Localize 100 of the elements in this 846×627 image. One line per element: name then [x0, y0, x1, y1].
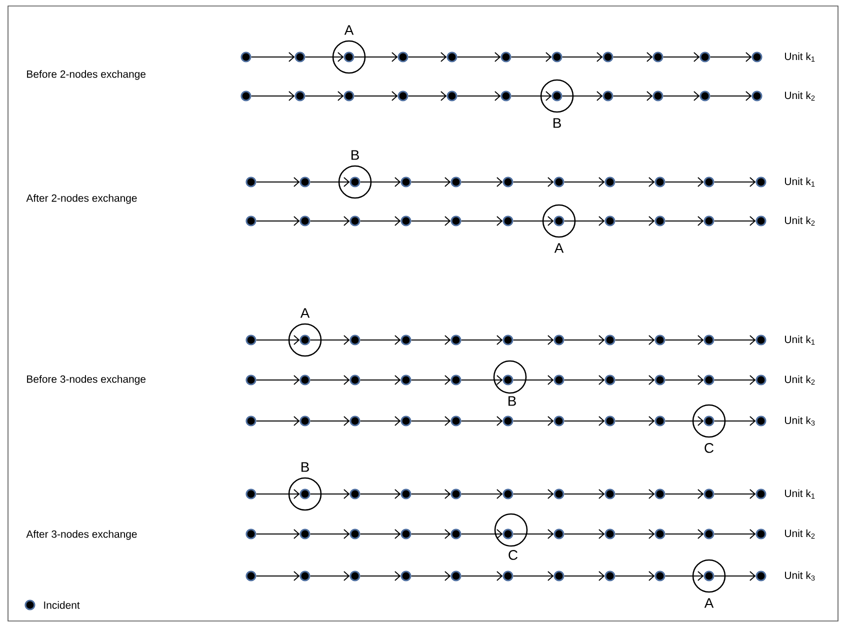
arrow [456, 52, 501, 62]
incident-dot [502, 570, 514, 582]
arrow [614, 177, 655, 187]
incident-dot [554, 334, 564, 346]
label: Unit k$_{1}$ [785, 52, 815, 62]
incident-dot [350, 374, 360, 386]
incident-dot [756, 488, 766, 500]
arrow [456, 91, 501, 101]
arrow [512, 416, 554, 426]
node-letter: A [300, 308, 310, 318]
incident-dot [246, 374, 256, 386]
arrow [256, 571, 300, 581]
incident-dot [300, 488, 310, 500]
incident-dot [450, 570, 462, 582]
incident-dot [654, 570, 666, 582]
arrow [410, 216, 451, 226]
incident-dot [400, 488, 412, 500]
incident-dot [350, 570, 360, 582]
arrow [512, 335, 554, 345]
label: C [508, 550, 518, 560]
arrow [360, 335, 401, 345]
arrow [614, 375, 655, 385]
arrow [310, 216, 350, 226]
label: Unit k$_{2}$ [785, 91, 815, 101]
incident-dot [704, 374, 714, 386]
arrow [512, 529, 554, 539]
label: Unit k$_{1}$ [785, 177, 815, 187]
arrow [304, 91, 344, 101]
incident-dot [654, 334, 666, 346]
incident-dot [246, 570, 256, 582]
arrow [360, 177, 401, 187]
incident-dot [502, 334, 514, 346]
arrow [250, 52, 295, 62]
incident-dot [400, 334, 412, 346]
arrow [510, 52, 552, 62]
legend-label: Incident [44, 601, 80, 609]
incident-dot [704, 570, 714, 582]
label: Unit k$_{3}$ [785, 571, 815, 581]
arrow [410, 571, 451, 581]
arrow [256, 335, 300, 345]
incident-dot [294, 90, 306, 102]
arrow [664, 416, 704, 426]
incident-dot [450, 416, 462, 426]
incident-dot [502, 416, 514, 426]
arrow [614, 216, 655, 226]
arrow [354, 91, 398, 101]
incident-dot [450, 176, 462, 188]
incident-dot [704, 334, 714, 346]
incident-dot [246, 416, 256, 426]
arrow [512, 375, 554, 385]
incident-dot [450, 216, 462, 226]
incident-dot [502, 176, 514, 188]
arrow [664, 177, 704, 187]
arrow [714, 216, 756, 226]
incident-dot [300, 570, 310, 582]
arrow [710, 52, 752, 62]
incident-dot [604, 488, 616, 500]
label: Unit k$_{2}$ [785, 216, 815, 226]
incident-dot [604, 528, 616, 540]
arrow [410, 529, 451, 539]
arrow [460, 375, 503, 385]
label: After 3-nodes exchange [26, 530, 137, 540]
arrow [562, 52, 603, 62]
incident-dot [350, 176, 360, 188]
incident-dot [554, 570, 564, 582]
incident-dot [554, 488, 564, 500]
arrow [256, 375, 300, 385]
arrow [460, 416, 503, 426]
incident-dot [602, 90, 614, 102]
incident-dot [350, 528, 360, 540]
incident-dot [344, 90, 354, 102]
incident-dot [756, 216, 766, 226]
arrow [360, 571, 401, 581]
incident-dot [446, 52, 458, 62]
arrow [664, 335, 704, 345]
arrow [360, 489, 401, 499]
arrow [564, 216, 605, 226]
arrow [710, 91, 752, 101]
arrow [304, 52, 344, 62]
arrow [714, 571, 756, 581]
arrow [662, 52, 700, 62]
incident-dot [300, 216, 310, 226]
arrow [408, 91, 447, 101]
incident-dot [350, 416, 360, 426]
arrow [714, 375, 756, 385]
incident-dot [554, 374, 564, 386]
arrow [714, 489, 756, 499]
node-letter: A [344, 25, 354, 35]
arrow [460, 216, 503, 226]
arrow [410, 335, 451, 345]
arrow [664, 375, 704, 385]
incident-dot [704, 216, 714, 226]
arrow [460, 529, 503, 539]
incident-dot [654, 176, 666, 188]
arrow [714, 416, 756, 426]
incident-dot [400, 528, 412, 540]
arrow [408, 52, 447, 62]
incident-dot [704, 176, 714, 188]
incident-dot [502, 488, 514, 500]
label: Unit k$_{2}$ [785, 529, 815, 539]
